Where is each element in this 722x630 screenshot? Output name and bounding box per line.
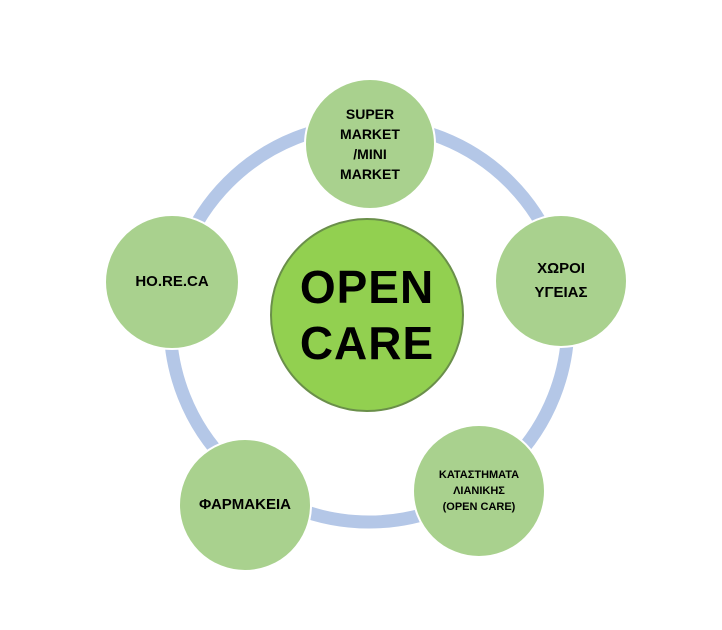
center-node: OPEN CARE (270, 218, 464, 412)
node-retail-stores-label: ΚΑΤΑΣΤΗΜΑΤΑ ΛΙΑΝΙΚΗΣ (OPEN CARE) (438, 469, 520, 513)
node-health-spaces: ΧΩΡΟΙ ΥΓΕΙΑΣ (494, 214, 628, 348)
node-horeca-label: HO.RE.CA (135, 273, 209, 290)
node-health-spaces-label: ΧΩΡΟΙ ΥΓΕΙΑΣ (534, 260, 588, 301)
center-node-label: OPEN CARE (299, 261, 435, 369)
node-supermarket-label: SUPER MARKET /MINI MARKET (340, 106, 400, 182)
node-horeca: HO.RE.CA (104, 214, 240, 350)
node-supermarket: SUPER MARKET /MINI MARKET (304, 78, 436, 210)
node-pharmacies-label: ΦΑΡΜΑΚΕΙΑ (199, 496, 291, 513)
node-pharmacies: ΦΑΡΜΑΚΕΙΑ (178, 438, 312, 572)
node-retail-stores: ΚΑΤΑΣΤΗΜΑΤΑ ΛΙΑΝΙΚΗΣ (OPEN CARE) (412, 424, 546, 558)
